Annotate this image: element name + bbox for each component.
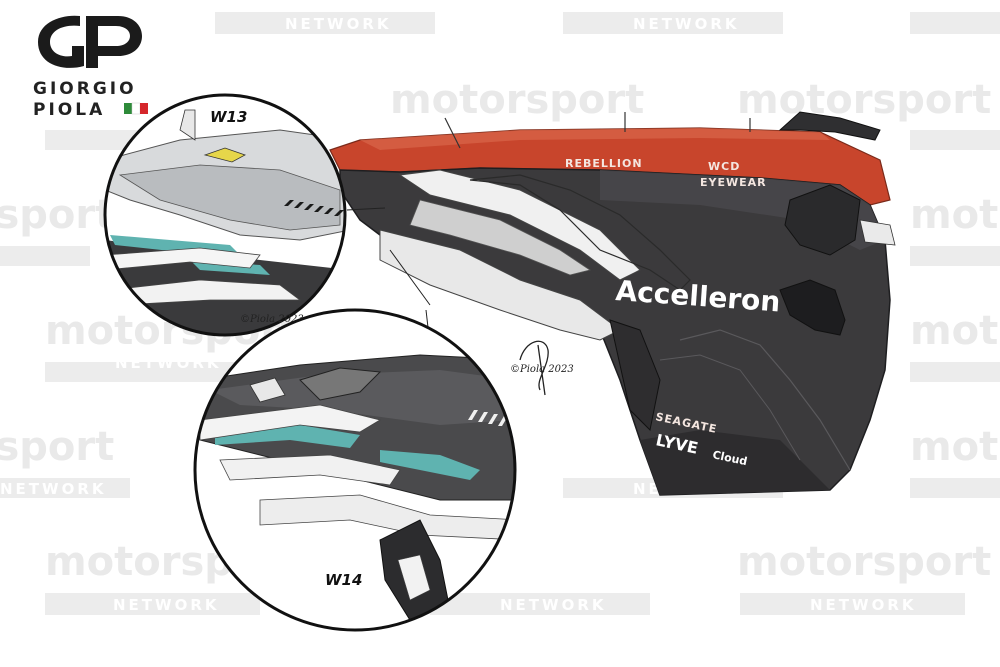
w13-vent-stripes — [284, 200, 344, 216]
sponsor-eyewear: EYEWEAR — [700, 176, 767, 189]
watermark-brand-8: motorsport — [910, 424, 1000, 470]
watermark-network-8: NETWORK — [0, 480, 107, 498]
signature-scribble — [519, 340, 549, 396]
sidepod-inlet — [779, 279, 846, 336]
watermark-brand-4: motorsport — [910, 192, 1000, 238]
logo-mark — [38, 15, 142, 68]
logo-name-last: PIOLA — [33, 100, 105, 120]
floor-edge — [379, 229, 621, 341]
watermark-brand-6: motorsport — [910, 308, 1000, 354]
flag-green — [124, 103, 132, 114]
watermark-brand-3: motorsport — [0, 192, 114, 238]
watermark-network-3: NETWORK — [115, 354, 222, 372]
watermark-brand-1: motorsport — [390, 77, 644, 123]
flag-red — [140, 103, 148, 114]
watermark-brand-10: motorsport — [737, 539, 991, 585]
signature-text: ©Piola 2023 — [510, 364, 574, 375]
main-car-illustration: Accelleron REBELLION WCD EYEWEAR SEAGATE… — [329, 111, 896, 496]
inset-w13-label: W13 — [210, 108, 247, 126]
flag-white — [131, 102, 141, 115]
inset-w14: W14 — [193, 308, 517, 632]
inset-w13-signature: ©Piola 2023 — [240, 314, 304, 325]
watermark-brand-2: motorsport — [737, 77, 991, 123]
watermark-brand-7: motorsport — [0, 424, 114, 470]
watermark-network-7: NETWORK — [810, 596, 917, 614]
watermark-network-1: NETWORK — [285, 15, 392, 33]
artist-signature: ©Piola 2023 — [510, 340, 574, 396]
sponsor-wcd: WCD — [708, 160, 740, 173]
sponsor-rebellion: REBELLION — [565, 157, 643, 170]
logo-name-first: GIORGIO — [33, 79, 137, 99]
inset-w13: W13 ©Piola 2023 — [103, 93, 347, 337]
mirror-assembly — [784, 184, 861, 256]
giorgio-piola-logo: GIORGIO PIOLA — [33, 15, 148, 120]
inset-w13-frame — [103, 93, 347, 337]
watermark-network-6: NETWORK — [500, 596, 607, 614]
italian-flag-icon — [124, 102, 148, 115]
inset-w14-frame — [193, 308, 517, 632]
watermark-network-2: NETWORK — [633, 15, 740, 33]
inset-w14-label: W14 — [325, 571, 362, 589]
watermark-network-5: NETWORK — [113, 596, 220, 614]
